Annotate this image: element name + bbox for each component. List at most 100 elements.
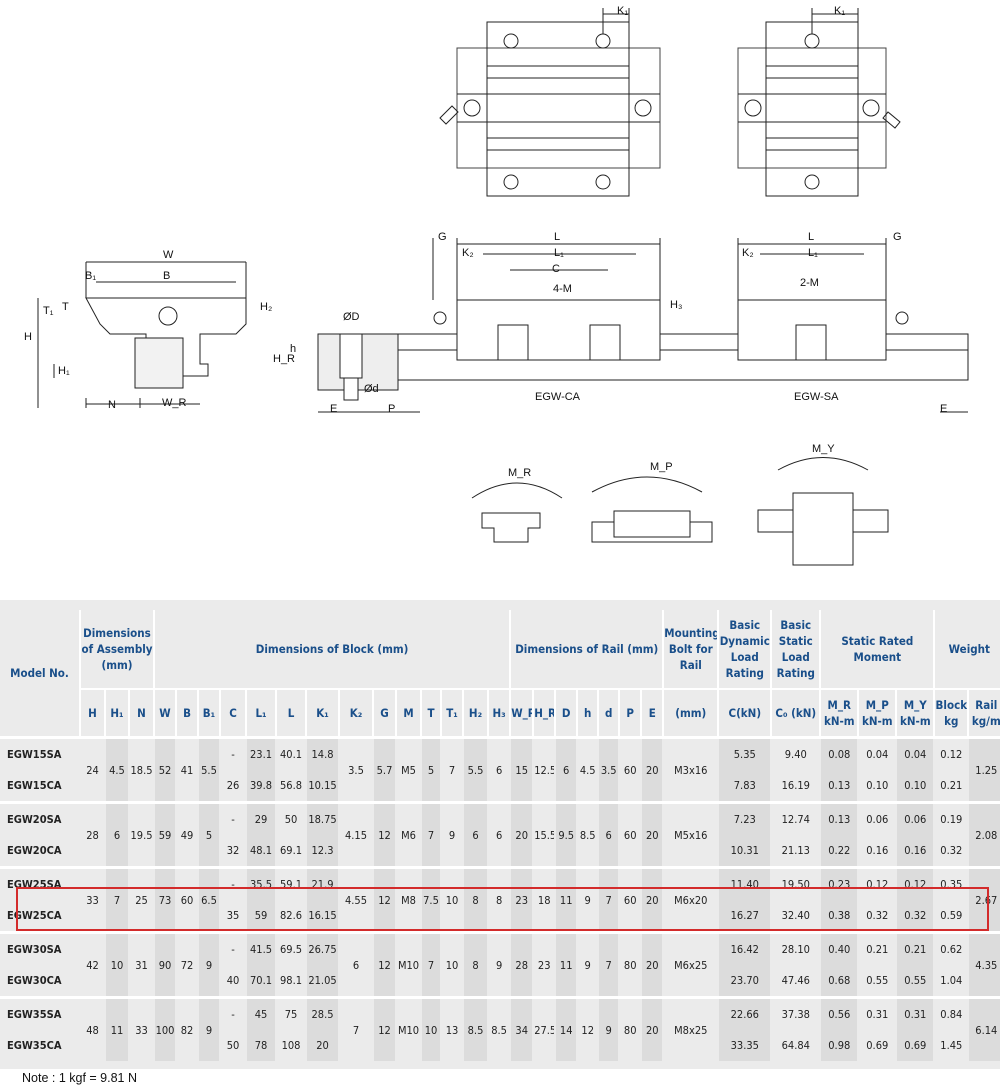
spec-table-panel: Model No. Dimensions of Assembly (mm) Di… [0,600,1000,1069]
cell-K1: 12.3 [306,835,341,868]
cell-bolt: M5x16 [663,801,720,868]
cell-MR: 0.40 [820,931,860,965]
cell-block: 0.21 [934,770,970,803]
subhdr-16: H₃ [488,689,512,739]
cell-C: - [220,866,248,900]
subhdr-30: Block kg [934,689,970,739]
cell-stat: 37.38 [771,996,822,1030]
cell-dyn: 11.40 [718,866,773,900]
cell-HR: 12.5 [533,736,557,803]
cell-C: 35 [220,900,248,933]
cell-MR: 0.38 [820,900,860,933]
cell-L1: 78 [246,1030,278,1061]
cell-model: EGW15CA [0,770,81,803]
cell-MP: 0.12 [858,866,898,900]
cell-L1: 59 [246,900,278,933]
cell-K1: 21.05 [306,965,341,998]
label-w: W [163,249,174,261]
cell-K2: 6 [339,931,375,998]
cell-L: 82.6 [276,900,308,933]
cell-E: 20 [641,736,665,803]
side-view [317,238,969,413]
subhdr-31: Rail kg/m [968,689,1000,739]
cell-H3: 9 [488,931,512,998]
cell-block: 0.84 [934,996,970,1030]
subhdr-10: K₂ [339,689,375,739]
cell-rail: 4.35 [968,931,1000,998]
cell-MY: 0.31 [896,996,936,1030]
cell-T: 10 [421,996,443,1061]
cell-MY: 0.04 [896,736,936,770]
cell-M: M10 [396,931,423,998]
cell-C: - [220,736,248,770]
label-e-right: E [940,403,947,415]
cell-MY: 0.16 [896,835,936,868]
label-wr: W_R [162,397,187,409]
subhdr-20: h [577,689,600,739]
cell-T: 7.5 [421,866,443,933]
cell-G: 12 [373,996,398,1061]
cell-L1: 39.8 [246,770,278,803]
cell-C: - [220,931,248,965]
cell-E: 20 [641,801,665,868]
cell-T1: 10 [441,931,465,998]
cell-K2: 4.55 [339,866,375,933]
cell-MY: 0.21 [896,931,936,965]
cell-bolt: M6x20 [663,866,720,933]
hdr-dyn: Basic Dynamic Load Rating [718,610,773,690]
cell-E: 20 [641,866,665,933]
cell-C: 32 [220,835,248,868]
label-hr: H_R [273,353,295,365]
cell-N: 19.5 [129,801,156,868]
cell-model: EGW35SA [0,996,81,1030]
cell-dyn: 23.70 [718,965,773,998]
cell-MR: 0.56 [820,996,860,1030]
label-h-small: h [290,343,296,355]
cell-B1: 5 [198,801,222,868]
cell-MP: 0.31 [858,996,898,1030]
cell-MY: 0.55 [896,965,936,998]
cell-D: 14 [555,996,579,1061]
cell-h: 8.5 [577,801,600,868]
subhdr-21: d [598,689,621,739]
cell-E: 20 [641,996,665,1061]
label-c: C [552,263,560,275]
cell-H: 28 [80,801,106,868]
label-l-sa: L [808,231,814,243]
subhdr-17: W_R [510,689,535,739]
cell-M: M8 [396,866,423,933]
label-h1: H₁ [58,365,70,377]
subhdr-2: N [129,689,156,739]
cell-D: 6 [555,736,579,803]
cell-G: 12 [373,801,398,868]
cell-C: 26 [220,770,248,803]
cell-C: - [220,996,248,1030]
cell-H3: 8 [488,866,512,933]
cell-H1: 10 [105,931,130,998]
cell-L: 56.8 [276,770,308,803]
cell-MR: 0.13 [820,801,860,835]
cell-h: 4.5 [577,736,600,803]
cell-H3: 6 [488,801,512,868]
cell-stat: 64.84 [771,1030,822,1061]
top-view-ca [439,8,661,197]
cell-block: 0.35 [934,866,970,900]
cell-N: 18.5 [129,736,156,803]
cell-E: 20 [641,931,665,998]
hdr-model: Model No. [0,610,81,739]
cell-dyn: 33.35 [718,1030,773,1061]
cell-stat: 12.74 [771,801,822,835]
label-t1: T₁ [43,305,54,317]
cell-L: 40.1 [276,736,308,770]
subhdr-6: C [220,689,248,739]
cell-dyn: 16.42 [718,931,773,965]
subhdr-15: H₂ [463,689,490,739]
cell-K2: 4.15 [339,801,375,868]
hdr-weight: Weight [934,610,1000,690]
subhdr-22: P [619,689,643,739]
cell-P: 60 [619,866,643,933]
cell-MP: 0.10 [858,770,898,803]
cell-H2: 6 [463,801,490,868]
